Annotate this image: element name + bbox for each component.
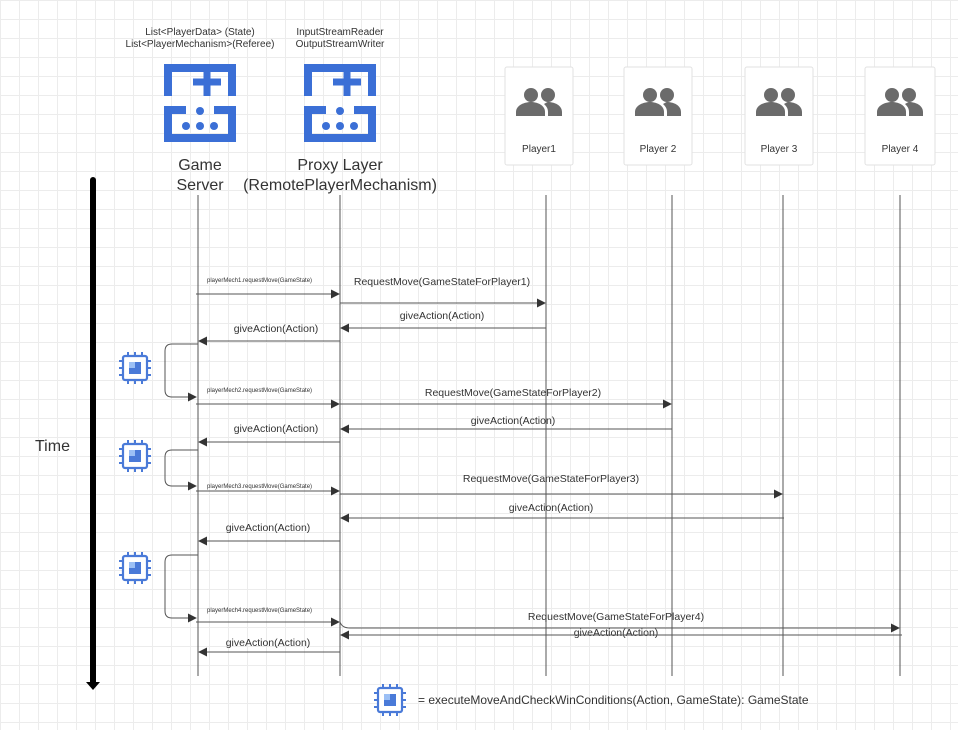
player-1-card: Player1 (504, 66, 574, 166)
give-label-player-1: giveAction(Action) (400, 310, 485, 322)
proxy-layer-icon (308, 68, 372, 138)
give-label-server-4: giveAction(Action) (226, 637, 311, 649)
call-label-1: playerMech1.requestMove(GameState) (207, 278, 312, 284)
player-3-card: Player 3 (744, 66, 814, 166)
legend-text: = executeMoveAndCheckWinConditions(Actio… (418, 693, 809, 707)
server-state-label: List<PlayerData> (State) (145, 27, 255, 38)
give-label-player-4: giveAction(Action) (574, 627, 659, 639)
cpu-icon (117, 550, 153, 586)
give-label-player-3: giveAction(Action) (509, 502, 594, 514)
cpu-icon (372, 682, 408, 718)
server-referee-label: List<PlayerMechanism>(Referee) (126, 39, 275, 50)
player-3-label: Player 3 (761, 144, 798, 155)
player-4-card: Player 4 (864, 66, 936, 166)
give-label-server-2: giveAction(Action) (234, 423, 319, 435)
process-loop-2 (164, 449, 198, 491)
request-label-2: RequestMove(GameStateForPlayer2) (425, 387, 601, 399)
cpu-icon (117, 438, 153, 474)
call-label-4: playerMech4.requestMove(GameState) (207, 608, 312, 614)
cpu-icon (117, 350, 153, 386)
give-label-server-3: giveAction(Action) (226, 522, 311, 534)
proxy-layer-title-line2: (RemotePlayerMechanism) (243, 177, 437, 194)
process-loop-1 (164, 343, 198, 402)
game-server-icon (168, 68, 232, 138)
request-label-4: RequestMove(GameStateForPlayer4) (528, 611, 704, 623)
player-2-card: Player 2 (623, 66, 693, 166)
process-loop-3 (164, 554, 198, 623)
proxy-output-label: OutputStreamWriter (296, 39, 385, 50)
give-label-player-2: giveAction(Action) (471, 415, 556, 427)
request-label-1: RequestMove(GameStateForPlayer1) (354, 276, 530, 288)
player-4-label: Player 4 (882, 144, 919, 155)
request-label-3: RequestMove(GameStateForPlayer3) (463, 473, 639, 485)
game-server-title-line2: Server (176, 177, 224, 194)
call-label-2: playerMech2.requestMove(GameState) (207, 388, 312, 394)
request-arrow-4 (339, 621, 900, 633)
give-label-server-1: giveAction(Action) (234, 323, 319, 335)
time-axis-arrowhead (86, 682, 100, 690)
proxy-input-label: InputStreamReader (296, 27, 384, 38)
proxy-layer-title-line1: Proxy Layer (297, 157, 383, 174)
game-server-title-line1: Game (178, 157, 222, 174)
player-2-label: Player 2 (640, 144, 677, 155)
time-label: Time (35, 438, 70, 455)
player-1-label: Player1 (522, 144, 556, 155)
call-label-3: playerMech3.requestMove(GameState) (207, 484, 312, 490)
